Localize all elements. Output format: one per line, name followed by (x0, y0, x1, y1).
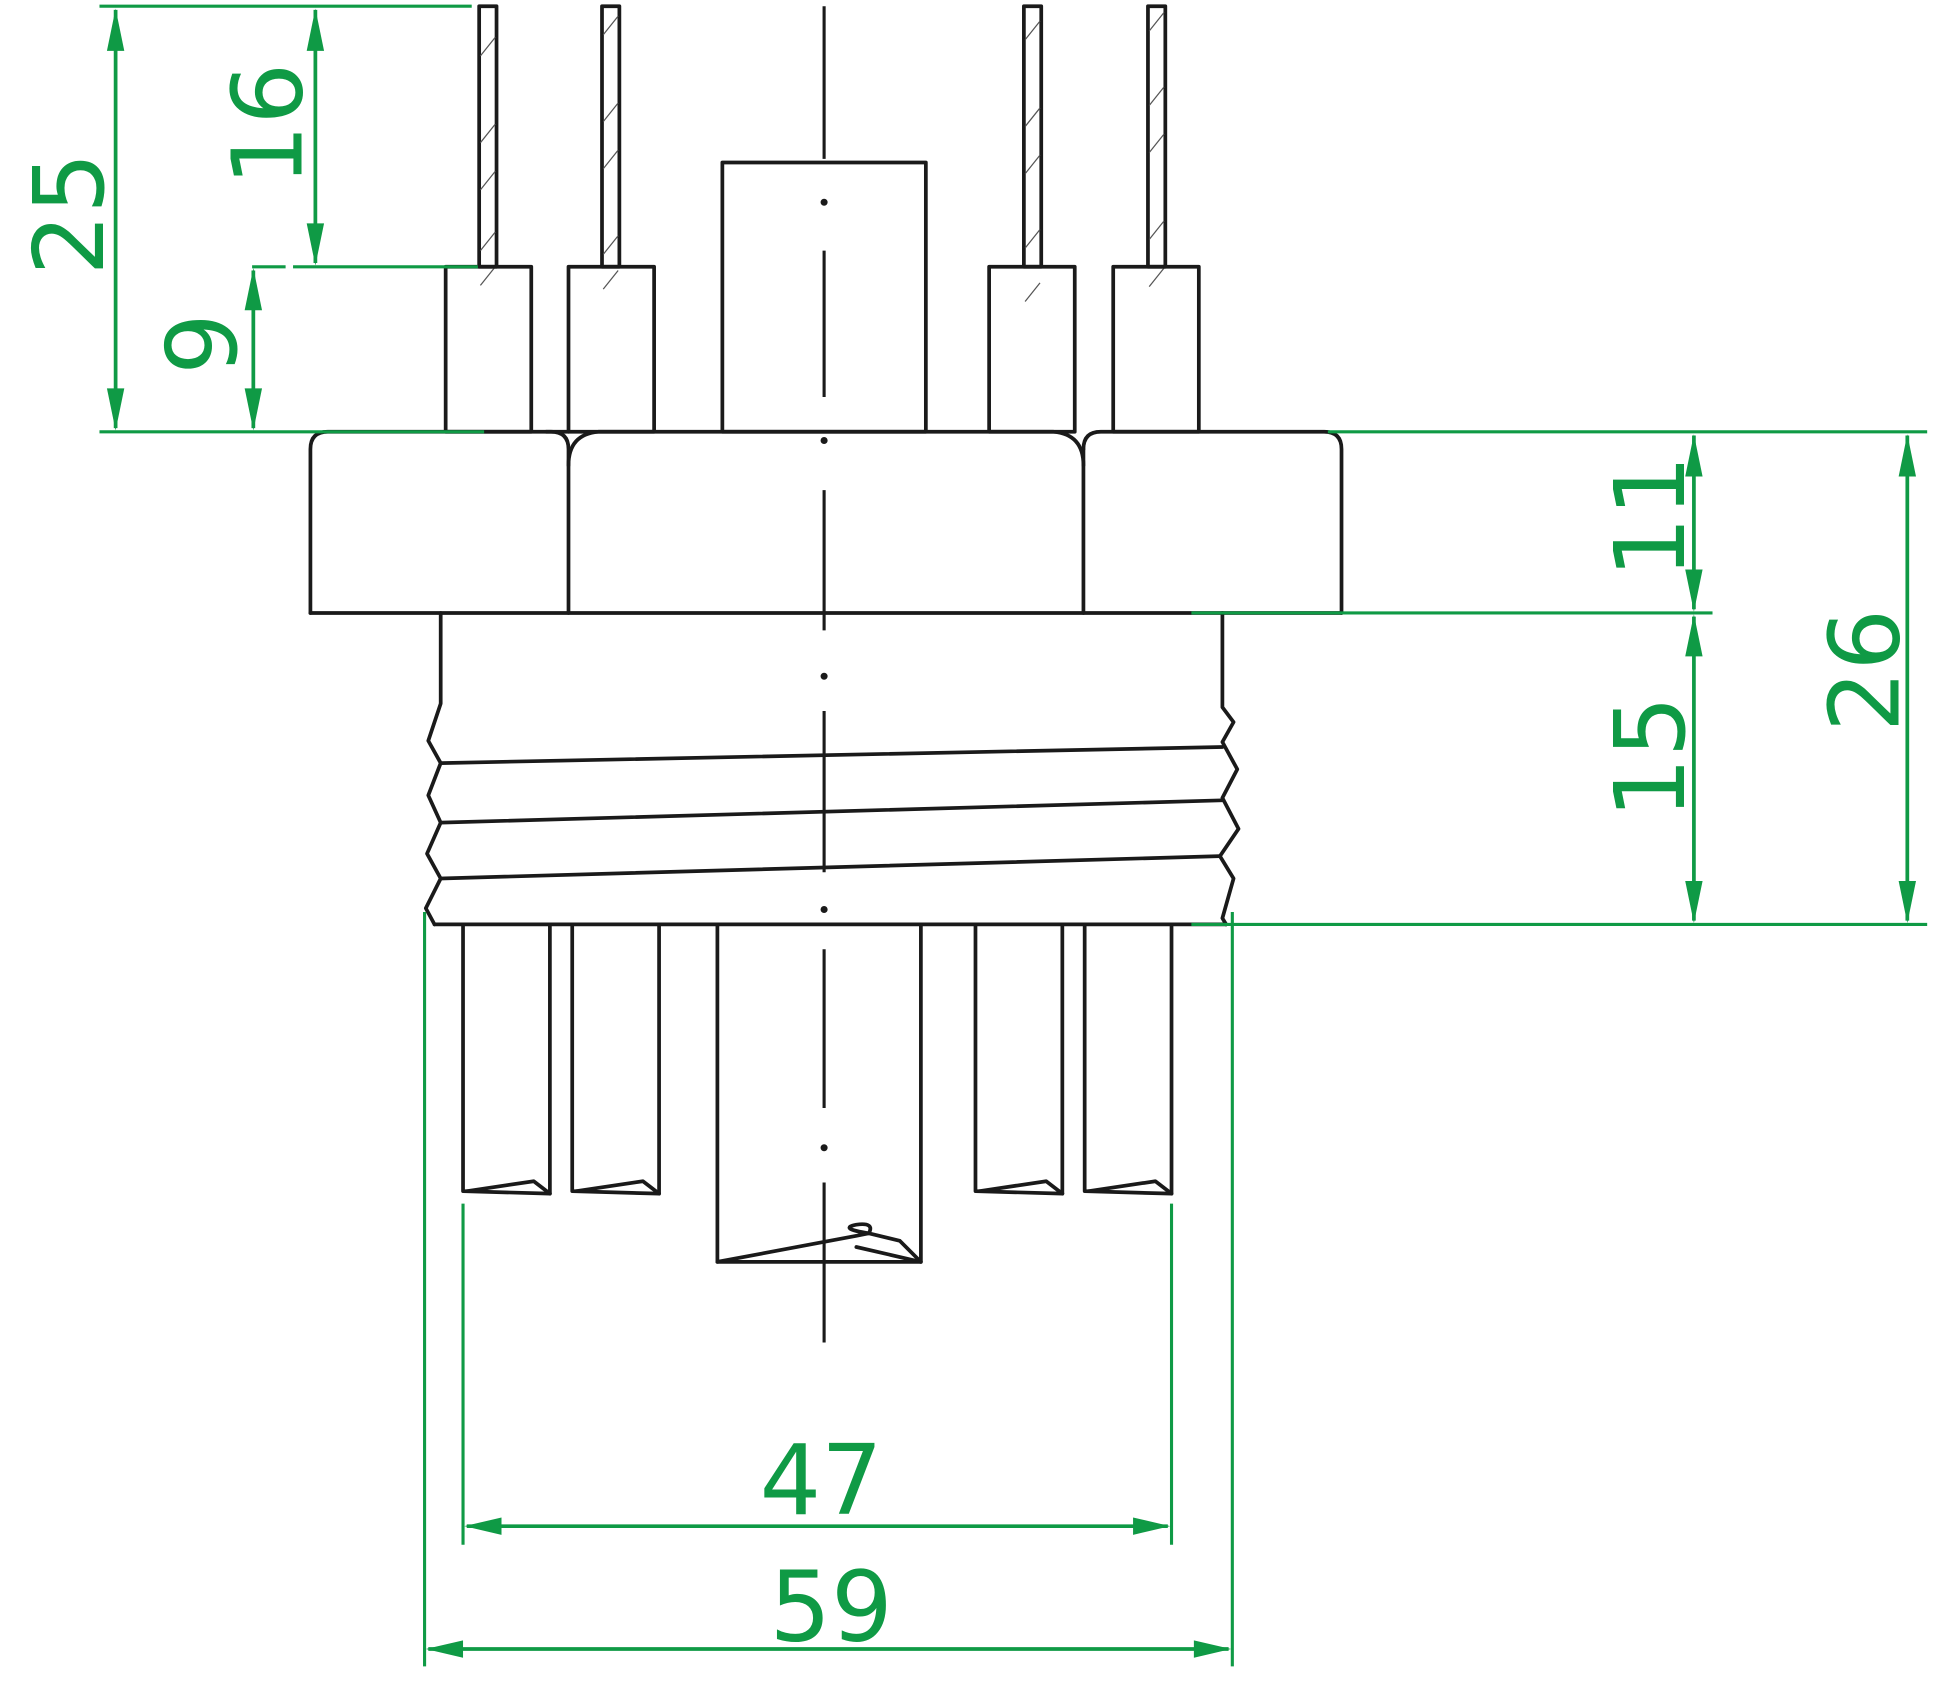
dim-15-label: 15 (1594, 696, 1707, 819)
dim-25-label: 25 (13, 152, 126, 275)
pin-sleeves (443, 264, 1201, 434)
dim-47-label: 47 (760, 1424, 883, 1537)
dim-26-label: 26 (1809, 609, 1922, 732)
dim-11-label: 11 (1594, 455, 1707, 578)
dim-59-label: 59 (770, 1550, 893, 1663)
dimension-labels: 25 16 9 11 15 26 47 59 (13, 63, 1921, 1663)
bottom-legs (461, 922, 1174, 1264)
dim-11 (1685, 434, 1703, 612)
dim-26 (1898, 434, 1917, 924)
dim-59 (425, 1640, 1232, 1658)
dim-9 (244, 268, 263, 431)
dim-47 (464, 1517, 1171, 1535)
dim-25 (106, 8, 125, 431)
dim-16-label: 16 (212, 63, 325, 186)
dim-9-label: 9 (146, 313, 259, 375)
dim-15 (1685, 614, 1703, 924)
hex-nut (308, 429, 1344, 615)
thread-section (423, 611, 1241, 927)
top-pins (477, 4, 1168, 302)
part-outline (308, 4, 1344, 1343)
dimension-lines (99, 4, 1928, 1667)
centerline (820, 6, 828, 1343)
dim-16 (306, 8, 325, 266)
